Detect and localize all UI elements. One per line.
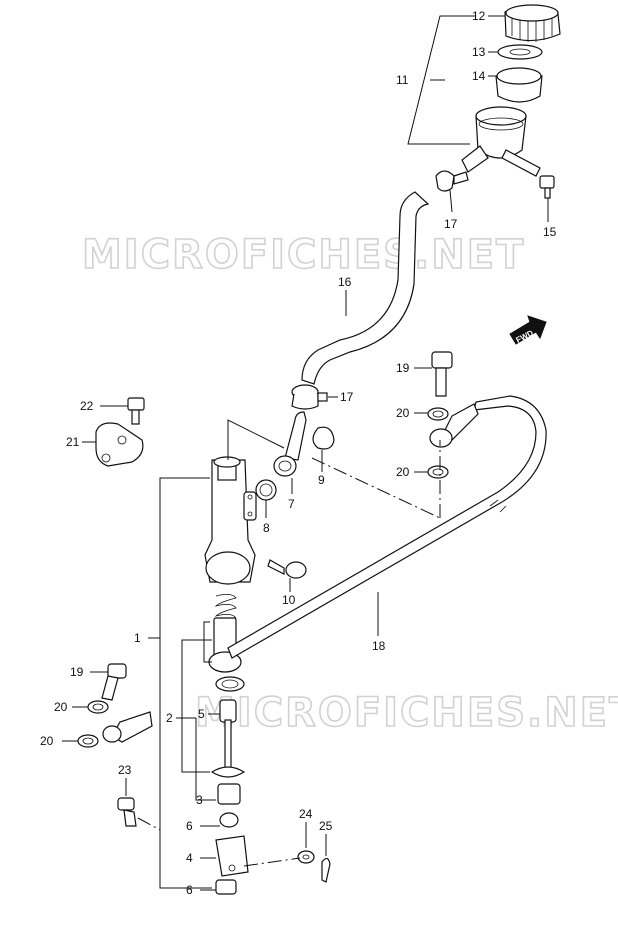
hose-clamp-lower	[291, 384, 328, 410]
callout-17-upper: 17	[444, 217, 458, 231]
push-rod	[224, 719, 232, 769]
reservoir-hose	[301, 191, 430, 385]
callout-18: 18	[372, 639, 386, 653]
callout-14: 14	[472, 69, 486, 83]
callout-labels: 12 13 14 11 15 17 16 17 19 20 20 22 21 7…	[40, 9, 557, 897]
callout-22: 22	[80, 399, 94, 413]
callout-5: 5	[198, 707, 205, 721]
banjo-bolt-upper	[431, 351, 453, 397]
clevis	[215, 835, 249, 877]
leader-lines	[62, 15, 549, 891]
callout-20-c: 20	[54, 700, 68, 714]
callout-2: 2	[166, 711, 173, 725]
reservoir-bolt	[539, 175, 555, 199]
forward-arrow-icon: FWD	[509, 315, 547, 345]
bolt-22	[127, 397, 145, 425]
callout-25: 25	[319, 819, 333, 833]
callout-7: 7	[288, 497, 295, 511]
banjo-bolt-lower	[101, 663, 127, 701]
callout-15: 15	[543, 225, 557, 239]
reservoir-plate	[497, 44, 543, 60]
callout-6-lower: 6	[186, 883, 193, 897]
callout-4: 4	[186, 851, 193, 865]
brake-hose	[227, 395, 547, 659]
o-ring-8	[255, 479, 277, 501]
callout-6-upper: 6	[186, 819, 193, 833]
callout-1: 1	[134, 631, 141, 645]
circlip-9	[312, 426, 335, 450]
callout-3: 3	[196, 793, 203, 807]
hose-guide-21	[95, 422, 144, 467]
callout-21: 21	[66, 435, 80, 449]
callout-20-a: 20	[396, 406, 410, 420]
bracket-lines	[137, 15, 476, 889]
callout-20-d: 20	[40, 734, 54, 748]
inlet-connector	[273, 411, 307, 477]
callout-16: 16	[338, 275, 352, 289]
clevis-pin-23	[117, 797, 137, 827]
callout-13: 13	[472, 45, 486, 59]
nut-6-upper	[217, 783, 241, 828]
callout-23: 23	[118, 763, 132, 777]
hose-banjo-lower	[102, 711, 153, 743]
callout-11: 11	[396, 73, 409, 87]
washer-20-d	[77, 734, 99, 748]
washer-24	[297, 850, 315, 864]
piston-spring	[214, 594, 237, 619]
callout-19-upper: 19	[396, 361, 410, 375]
callout-10: 10	[282, 593, 296, 607]
circlip-3	[210, 766, 246, 778]
nut-6-lower	[215, 879, 237, 895]
watermark-bottom: MICROFICHES.NET	[195, 690, 618, 736]
callout-9: 9	[318, 473, 325, 487]
cotter-pin-25	[321, 857, 331, 883]
screw-10	[267, 559, 307, 579]
callout-24: 24	[299, 807, 313, 821]
hose-clamp-upper	[435, 170, 469, 192]
callout-20-b: 20	[396, 465, 410, 479]
washer-20-b	[427, 465, 449, 479]
master-cylinder	[204, 456, 257, 585]
callout-8: 8	[263, 521, 270, 535]
washer-20-c	[87, 700, 109, 714]
callout-17-lower: 17	[340, 390, 354, 404]
washer-20-a	[427, 407, 449, 421]
hose-banjo-upper	[429, 403, 479, 448]
boot-5	[215, 676, 245, 723]
reservoir-diaphragm	[495, 67, 543, 103]
callout-19-lower: 19	[70, 665, 84, 679]
reservoir-body	[461, 106, 541, 177]
watermark-top: MICROFICHES.NET	[82, 232, 525, 278]
callout-12: 12	[472, 9, 486, 23]
reservoir-cap	[504, 4, 561, 42]
